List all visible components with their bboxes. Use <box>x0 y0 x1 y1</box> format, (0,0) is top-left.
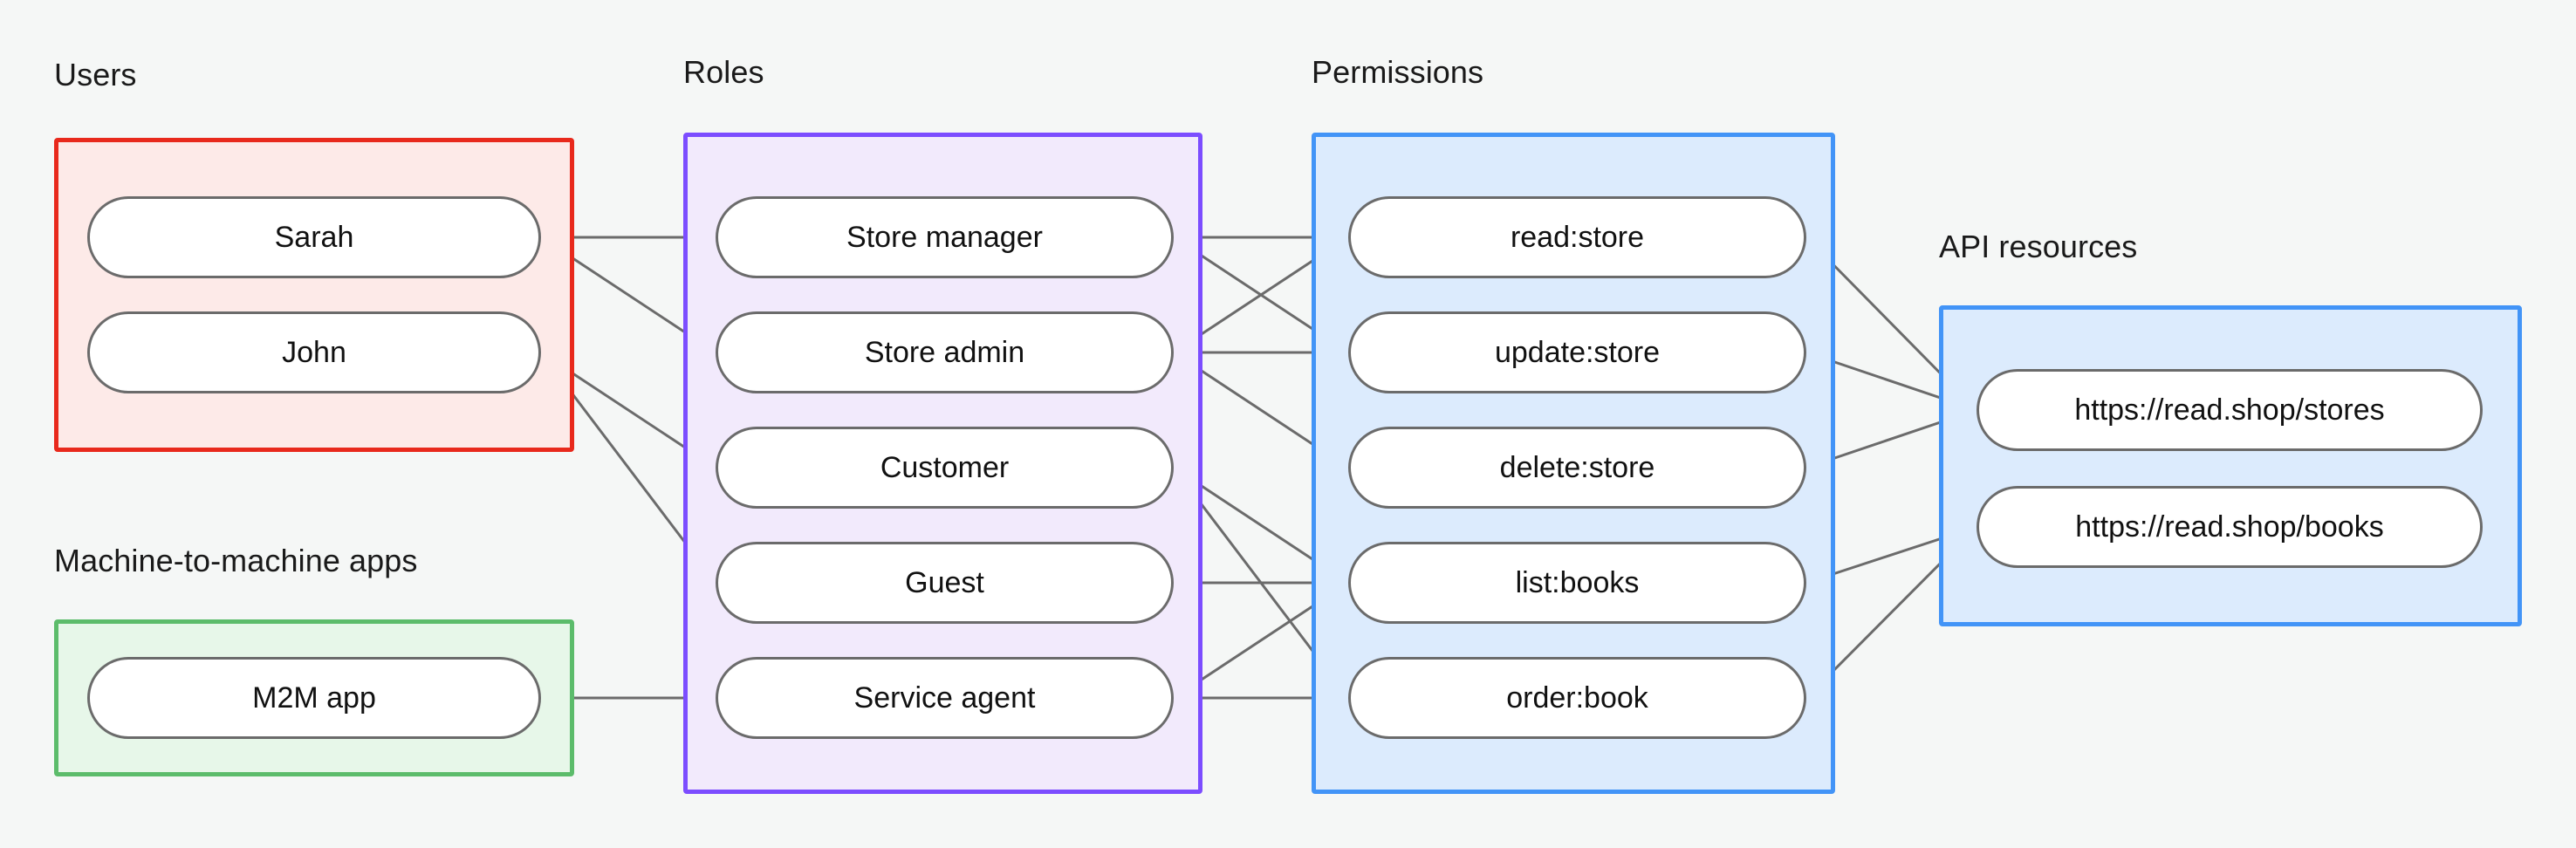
node-permission-update-store[interactable]: update:store <box>1348 311 1806 393</box>
node-user-john[interactable]: John <box>87 311 541 393</box>
node-permission-order-book[interactable]: order:book <box>1348 657 1806 739</box>
node-api-resource-stores[interactable]: https://read.shop/stores <box>1977 369 2483 451</box>
node-permission-list-books[interactable]: list:books <box>1348 542 1806 624</box>
node-role-guest[interactable]: Guest <box>716 542 1174 624</box>
node-m2m-app[interactable]: M2M app <box>87 657 541 739</box>
node-api-resource-books[interactable]: https://read.shop/books <box>1977 486 2483 568</box>
group-title-api-resources: API resources <box>1939 229 2138 264</box>
node-role-service-agent[interactable]: Service agent <box>716 657 1174 739</box>
group-box-api-resources <box>1939 305 2522 626</box>
group-title-users: Users <box>54 57 137 92</box>
group-box-users <box>54 138 574 452</box>
group-title-roles: Roles <box>683 54 764 90</box>
node-user-sarah[interactable]: Sarah <box>87 196 541 278</box>
node-permission-delete-store[interactable]: delete:store <box>1348 427 1806 509</box>
node-role-customer[interactable]: Customer <box>716 427 1174 509</box>
node-role-store-manager[interactable]: Store manager <box>716 196 1174 278</box>
group-title-m2m: Machine-to-machine apps <box>54 543 418 578</box>
node-role-store-admin[interactable]: Store admin <box>716 311 1174 393</box>
node-permission-read-store[interactable]: read:store <box>1348 196 1806 278</box>
group-title-permissions: Permissions <box>1312 54 1484 90</box>
